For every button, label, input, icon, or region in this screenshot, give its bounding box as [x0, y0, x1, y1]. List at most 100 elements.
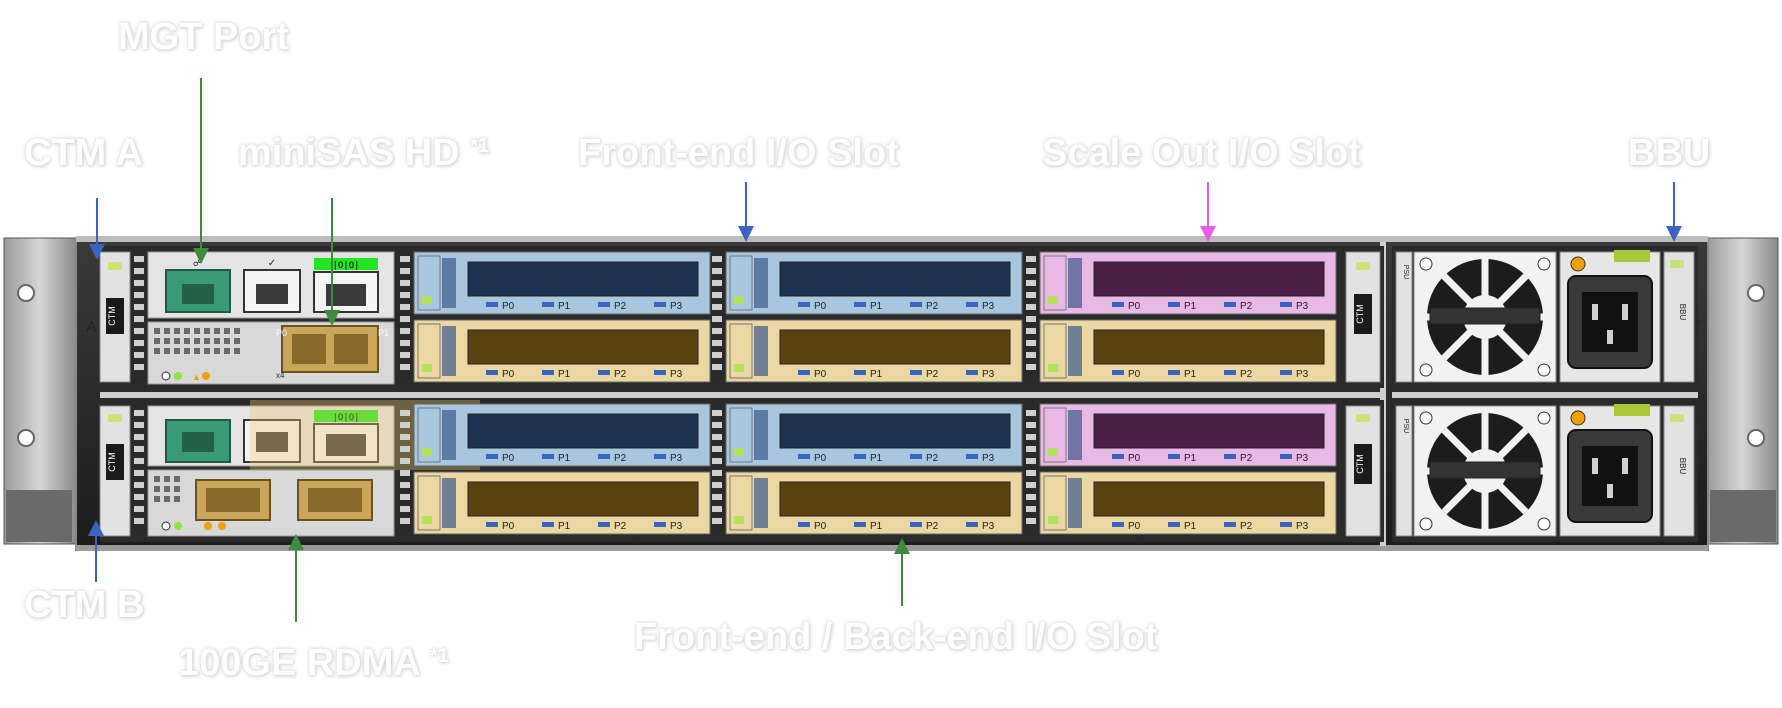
port-label: P3 — [982, 453, 995, 464]
port-led — [854, 370, 866, 375]
left-ear-hole-top — [17, 284, 35, 302]
port-led — [854, 302, 866, 307]
port-led — [798, 454, 810, 459]
port-led — [654, 370, 666, 375]
port-label: P1 — [558, 521, 571, 532]
port-label: P1 — [558, 369, 571, 380]
port-led — [910, 370, 922, 375]
psu-label: PSU — [1402, 265, 1409, 279]
port-label: P2 — [614, 453, 627, 464]
bbu-label: BBU — [1678, 458, 1687, 475]
port-label: P3 — [1296, 301, 1309, 312]
port-label: P2 — [614, 521, 627, 532]
rdma-footnote: *1 — [430, 645, 449, 667]
port-led — [654, 522, 666, 527]
port-led — [598, 454, 610, 459]
port-label: P2 — [1240, 521, 1253, 532]
port-label: P2 — [926, 521, 939, 532]
ctm-b-letter: B — [84, 469, 95, 486]
port-label: P1 — [870, 301, 883, 312]
port-led — [910, 302, 922, 307]
port-label: P0 — [814, 301, 827, 312]
port-label: P2 — [614, 369, 627, 380]
port-label: P3 — [1296, 521, 1309, 532]
port-label: P2 — [926, 301, 939, 312]
callout-mgt-port: MGT Port — [118, 16, 289, 58]
port-label: P0 — [502, 301, 515, 312]
port-led — [654, 302, 666, 307]
ctm-b-label: CTM — [107, 452, 117, 472]
bbu-label: BBU — [1678, 304, 1687, 321]
port-led — [910, 522, 922, 527]
port-label: P2 — [926, 453, 939, 464]
psu-label: PSU — [1402, 419, 1409, 433]
port-led — [1224, 454, 1236, 459]
port-led — [1280, 522, 1292, 527]
port-led — [542, 370, 554, 375]
port-led — [1280, 454, 1292, 459]
port-label: P1 — [1184, 301, 1197, 312]
mgmt-led-text-b: |O|O| — [332, 413, 359, 423]
callout-frontend-slot: Front-end I/O Slot — [578, 132, 899, 174]
port-label: P3 — [1296, 453, 1309, 464]
callout-ctm-a: CTM A — [24, 132, 143, 174]
port-led — [598, 370, 610, 375]
port-label: P1 — [870, 521, 883, 532]
callout-fe-be-slot: Front-end / Back-end I/O Slot — [634, 616, 1158, 658]
port-label: P3 — [670, 369, 683, 380]
port-led — [654, 454, 666, 459]
port-led — [966, 302, 978, 307]
port-led — [542, 522, 554, 527]
port-led — [966, 522, 978, 527]
port-led — [798, 522, 810, 527]
port-led — [486, 302, 498, 307]
port-label: P0 — [1128, 453, 1141, 464]
callout-scaleout-slot: Scale Out I/O Slot — [1042, 132, 1361, 174]
port-led — [1224, 302, 1236, 307]
left-ear-hole-bottom — [17, 429, 35, 447]
psu-bbu-unit-1[interactable]: PSU BBU 1 — [1392, 400, 1701, 542]
mgt-port-b[interactable] — [165, 419, 231, 463]
io-module-febe-r3-c2[interactable]: P0 P1 P2 P3 — [1039, 471, 1337, 535]
port-label: P0 — [814, 369, 827, 380]
port-label: P2 — [614, 301, 627, 312]
port-led — [854, 522, 866, 527]
port-led — [598, 522, 610, 527]
port-label: P1 — [1184, 521, 1197, 532]
port-led — [1112, 370, 1124, 375]
sas-port-label-p0: P0 — [276, 328, 287, 338]
port-led — [1280, 302, 1292, 307]
port-led — [542, 454, 554, 459]
port-led — [798, 302, 810, 307]
port-led — [486, 454, 498, 459]
port-led — [966, 454, 978, 459]
port-label: P0 — [814, 521, 827, 532]
port-led — [1168, 370, 1180, 375]
port-label: P2 — [1240, 453, 1253, 464]
port-label: P3 — [670, 301, 683, 312]
port-led — [1112, 454, 1124, 459]
port-label: P0 — [1128, 521, 1141, 532]
x4-label-a: x4 — [276, 371, 285, 380]
port-label: P0 — [1128, 369, 1141, 380]
bbu-index: 1 — [1696, 472, 1701, 482]
right-ear-hole-bottom — [1747, 429, 1765, 447]
port-led — [966, 370, 978, 375]
port-label: P1 — [870, 453, 883, 464]
mgmt-led-text-a: |O|O| — [332, 261, 359, 271]
port-led — [910, 454, 922, 459]
callout-ctm-b: CTM B — [24, 584, 145, 626]
